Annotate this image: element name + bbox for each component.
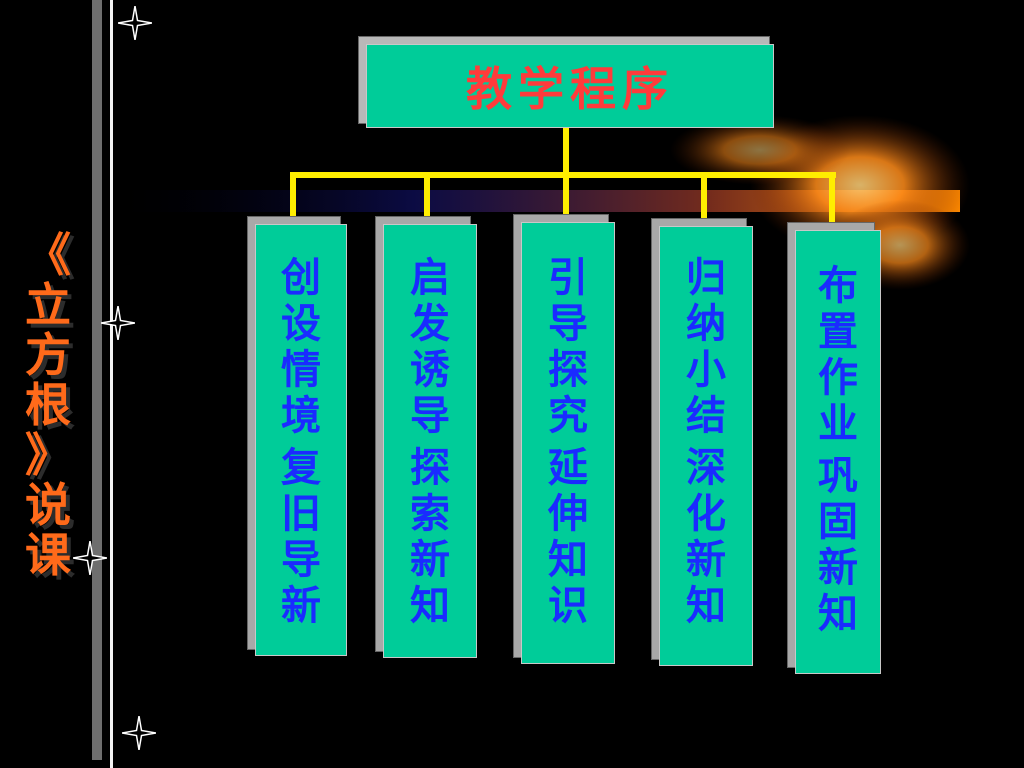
step-4-line-1: 归纳小结 — [686, 255, 726, 439]
sparkle-star-icon — [122, 716, 156, 750]
connector-branch-1 — [290, 172, 296, 218]
step-node-1: 创设情境 复旧导新 — [255, 224, 347, 656]
root-node-label: 教学程序 — [466, 62, 674, 116]
side-title-char: 《 — [25, 228, 71, 282]
side-title-char: 》 — [25, 428, 71, 482]
connector-branch-2 — [424, 172, 430, 216]
step-node-2: 启发诱导 探索新知 — [383, 224, 477, 658]
side-title-char-shadow: 《 — [29, 232, 75, 286]
side-title-char-shadow: 立 — [29, 282, 75, 336]
side-title-char-shadow: 》 — [29, 432, 75, 486]
step-5-line-2: 巩固新知 — [818, 453, 858, 637]
side-title-char-shadow: 课 — [29, 532, 75, 586]
side-title-char: 说 — [25, 478, 71, 532]
step-3-line-2: 延伸知识 — [548, 445, 588, 629]
step-1-line-1: 创设情境 — [281, 255, 321, 439]
side-title-char-shadow: 方 — [29, 332, 75, 386]
side-title-char: 方 — [25, 328, 71, 382]
step-1-line-2: 复旧导新 — [281, 445, 321, 629]
left-rail-white — [110, 0, 113, 768]
sparkle-star-icon — [118, 6, 152, 40]
connector-branch-5 — [829, 172, 835, 222]
step-2-line-1: 启发诱导 — [410, 255, 450, 439]
sparkle-star-icon — [73, 541, 107, 575]
step-2-line-2: 探索新知 — [410, 445, 450, 629]
step-3-line-1: 引导探究 — [548, 255, 588, 439]
step-node-3: 引导探究 延伸知识 — [521, 222, 615, 664]
sparkle-star-icon — [101, 306, 135, 340]
connector-branch-4 — [701, 172, 707, 218]
side-title: 《 《 立 立 方 方 根 根 》 》 说 说 课 课 — [18, 232, 78, 592]
connector-branch-3 — [563, 172, 569, 214]
side-title-char: 根 — [25, 378, 71, 432]
left-rail-gray — [92, 0, 102, 760]
step-5-line-1: 布置作业 — [818, 263, 858, 447]
side-title-char-shadow: 说 — [29, 482, 75, 536]
step-4-line-2: 深化新知 — [686, 445, 726, 629]
side-title-char-shadow: 根 — [29, 382, 75, 436]
step-node-4: 归纳小结 深化新知 — [659, 226, 753, 666]
connector-trunk — [563, 128, 569, 178]
side-title-char: 立 — [25, 278, 71, 332]
root-node: 教学程序 — [366, 44, 774, 128]
step-node-5: 布置作业 巩固新知 — [795, 230, 881, 674]
side-title-char: 课 — [25, 528, 71, 582]
